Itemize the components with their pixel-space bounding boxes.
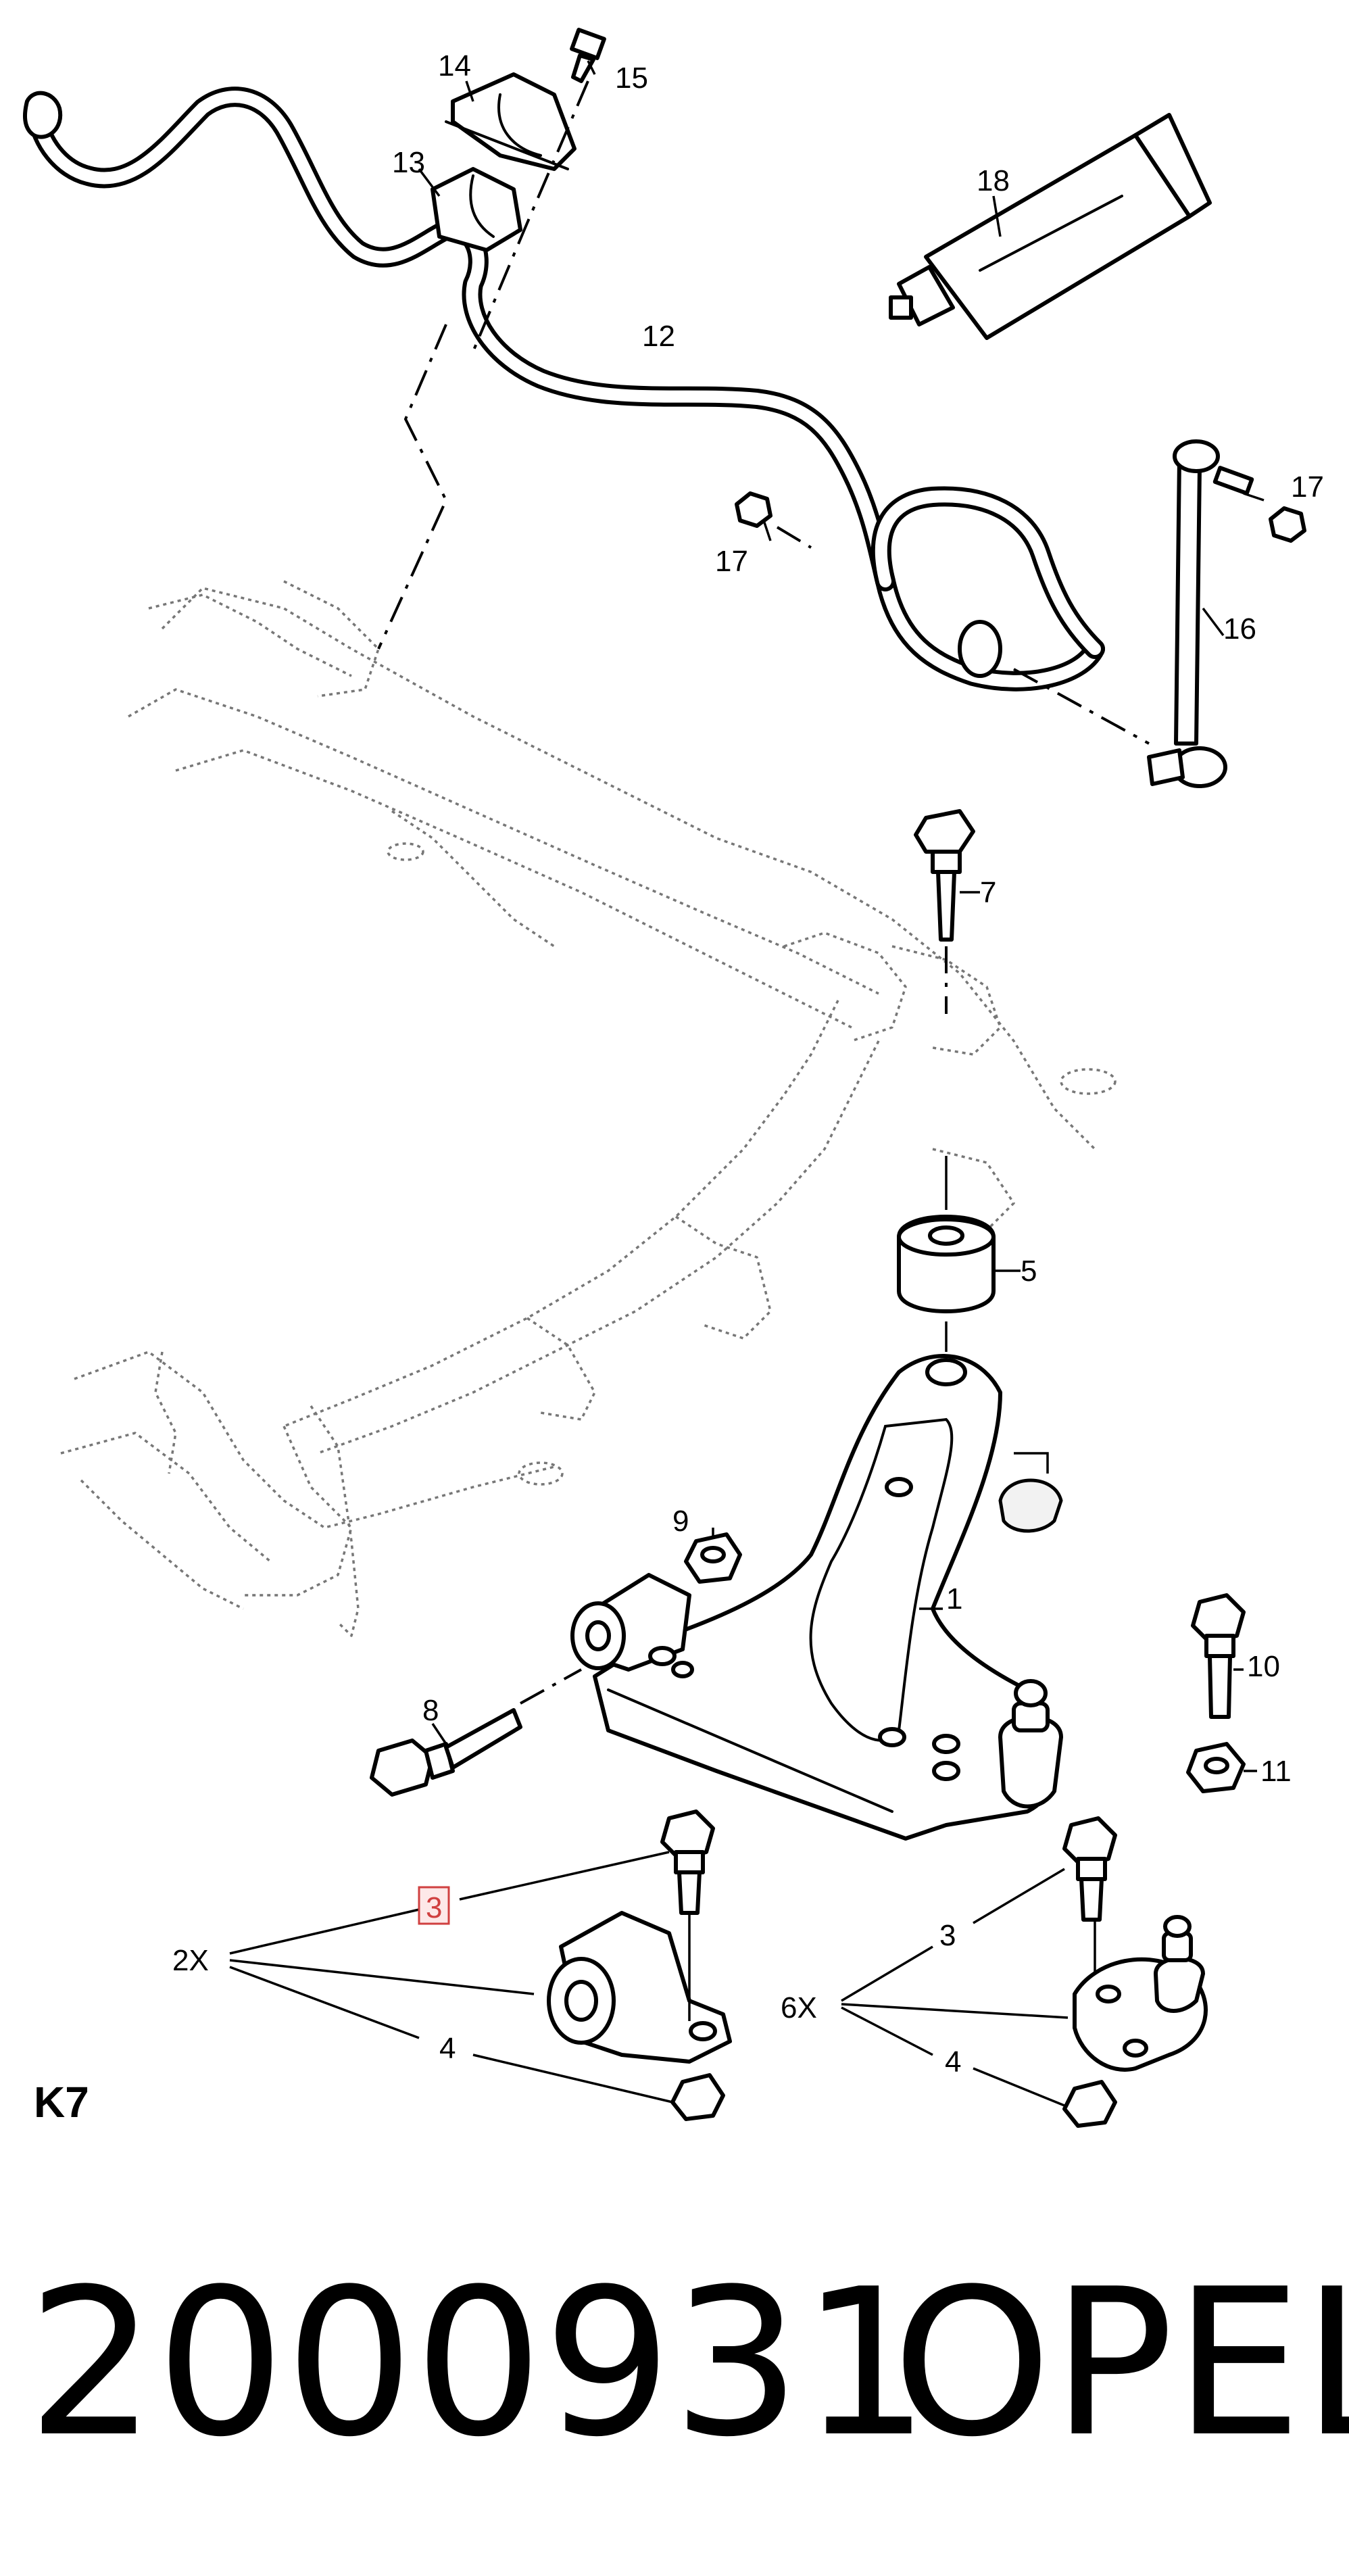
callout-11: 11 (1260, 1755, 1292, 1788)
callout-12: 12 (642, 320, 675, 353)
nut-4-right (1062, 2080, 1117, 2128)
ball-joint-on-arm (998, 1679, 1063, 1809)
nut-11 (1186, 1742, 1246, 1793)
stabilizer-link-16 (1147, 439, 1254, 788)
rubber-buffer (998, 1452, 1063, 1533)
callout-3-highlighted: 3 (426, 1891, 442, 1924)
grease-tube-18 (889, 113, 1212, 340)
ball-joint-assembly (1073, 1915, 1208, 2072)
callout-18: 18 (977, 164, 1010, 197)
section-code: K7 (34, 2078, 89, 2127)
arm-front-bushing (570, 1573, 694, 1678)
callout-14: 14 (438, 49, 471, 82)
callout-3-right: 3 (939, 1919, 956, 1952)
bolt-3-right (1062, 1816, 1117, 1922)
highlight-box (418, 1886, 450, 1925)
callout-4-right: 4 (945, 2045, 961, 2079)
callout-labels: 14 15 13 18 12 17 17 16 7 5 9 1 10 8 11 … (34, 49, 1324, 2127)
bolt-15 (570, 28, 606, 83)
nut-9 (684, 1532, 742, 1584)
leader-lines (229, 60, 1265, 2107)
callout-17-left: 17 (715, 545, 748, 578)
callout-9: 9 (672, 1505, 689, 1538)
callout-13: 13 (392, 146, 425, 179)
callout-1: 1 (946, 1582, 962, 1615)
bolt-8 (370, 1708, 522, 1797)
callout-16: 16 (1223, 612, 1256, 646)
callout-4-left: 4 (439, 2032, 456, 2065)
callout-8: 8 (422, 1694, 439, 1727)
bolt-7 (914, 809, 975, 942)
stabilizer-bar (23, 87, 1105, 691)
bushing-assembly (547, 1911, 732, 2064)
callout-15: 15 (615, 62, 648, 95)
bushing-13 (431, 167, 522, 252)
part-number: 2000931 (27, 2245, 930, 2481)
bushing-5 (897, 1215, 996, 1313)
quantity-6x: 6X (781, 1991, 817, 2024)
bracket-14 (445, 72, 577, 171)
brand-name: OPEL (892, 2245, 1349, 2481)
callout-10: 10 (1247, 1650, 1280, 1683)
callout-7: 7 (980, 876, 996, 909)
subframe-outline (60, 580, 1117, 1637)
bolt-10 (1191, 1593, 1246, 1719)
callout-5: 5 (1021, 1255, 1037, 1288)
callout-17-right: 17 (1291, 470, 1324, 504)
nut-17-right (1269, 506, 1306, 543)
control-arm-1 (593, 1354, 1059, 1841)
nut-17-left (735, 491, 772, 528)
nut-4-left (670, 2073, 725, 2121)
quantity-2x: 2X (172, 1944, 209, 1977)
bolt-3-left (660, 1809, 715, 1915)
